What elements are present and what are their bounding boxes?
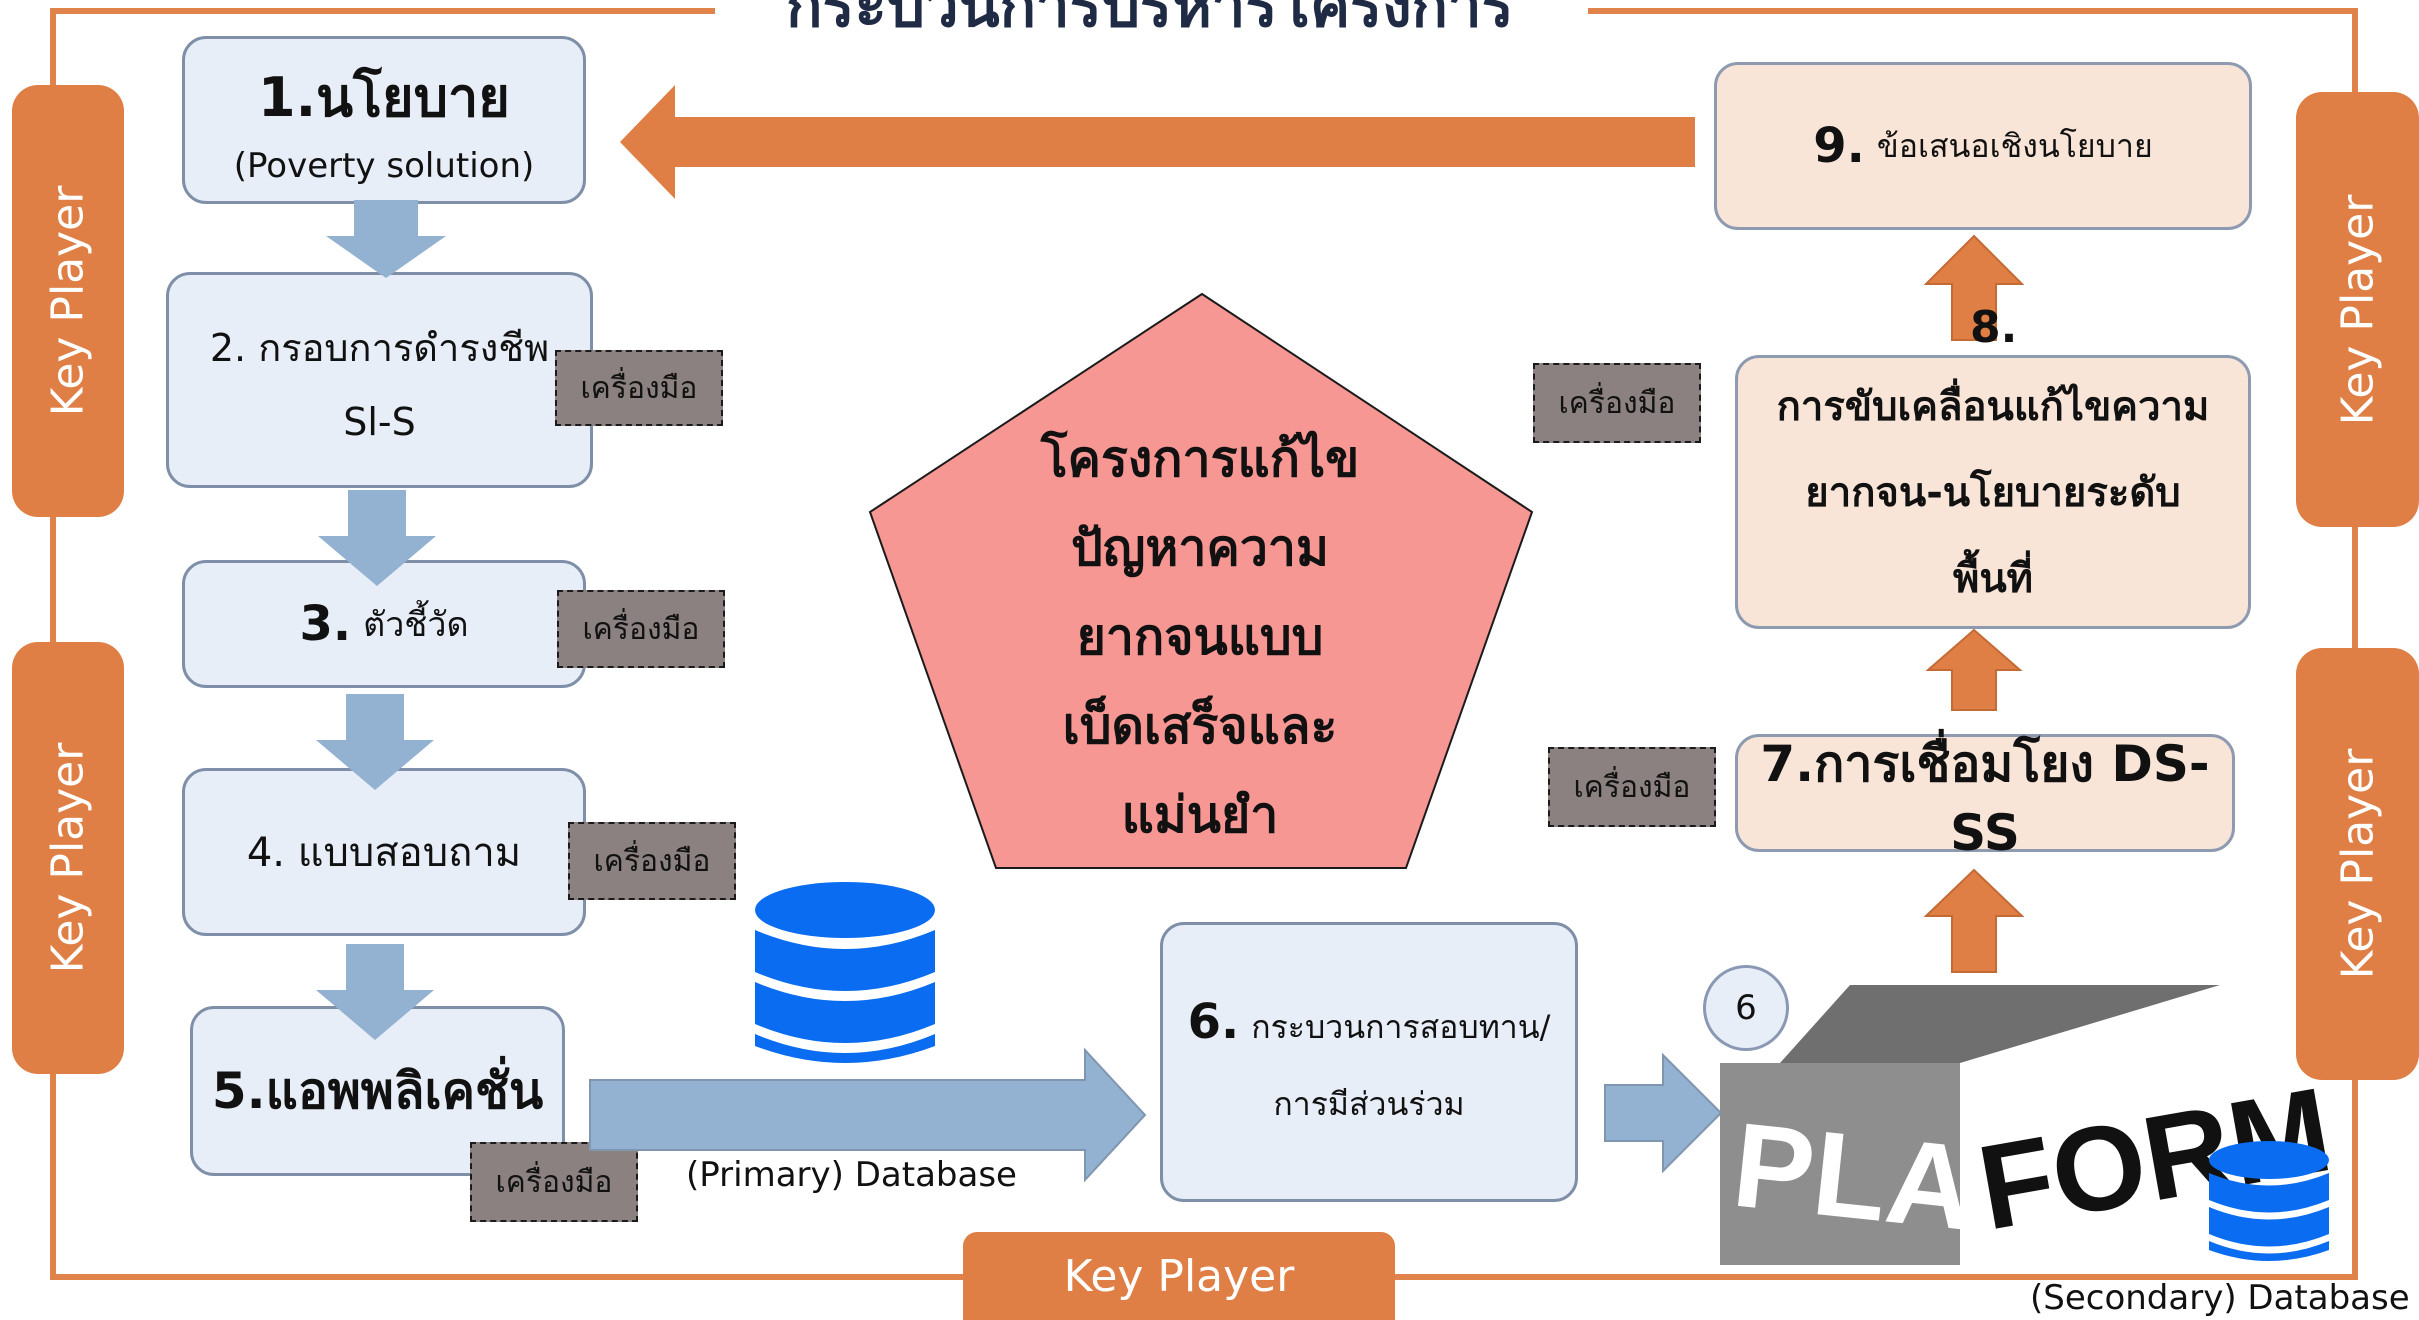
- arrow-6-to-platform: [1604, 1052, 1723, 1174]
- frame-top-left: [50, 8, 715, 14]
- key-player-right-bottom: Key Player: [2296, 648, 2419, 1080]
- secondary-database-label: (Secondary) Database: [2030, 1278, 2410, 1318]
- tool-label-3: เครื่องมือ: [557, 590, 725, 668]
- step-1-title: 1.นโยบาย: [258, 66, 510, 129]
- arrow-3-to-4: [316, 694, 434, 790]
- tool-label-2: เครื่องมือ: [555, 350, 723, 426]
- center-project-title: โครงการแก้ไข ปัญหาความ ยากจนแบบ เบ็ดเสร็…: [1040, 430, 1360, 844]
- step-9-num: 9.: [1813, 118, 1865, 174]
- step-9-policy-proposal: 9. ข้อเสนอเชิงนโยบาย: [1714, 62, 2252, 230]
- step-6-text1: กระบวนการสอบทาน/: [1251, 1008, 1551, 1046]
- arrow-5-to-6: [589, 1047, 1147, 1183]
- step-1-policy: 1.นโยบาย (Poverty solution): [182, 36, 586, 204]
- platform-word-plat: PLAT: [1727, 1098, 2044, 1263]
- step-3-text: ตัวชี้วัด: [363, 605, 469, 645]
- frame-top-right: [1588, 8, 2358, 14]
- step-2-line2: Sl-S: [343, 399, 416, 444]
- key-player-left-top: Key Player: [12, 85, 124, 517]
- step-6-badge: 6: [1703, 965, 1789, 1051]
- step-6-line2: การมีส่วนร่วม: [1273, 1085, 1465, 1123]
- key-player-bottom: Key Player: [963, 1232, 1395, 1320]
- step-9-text: ข้อเสนอเชิงนโยบาย: [1876, 126, 2153, 165]
- step-6-line1: 6. กระบวนการสอบทาน/: [1188, 994, 1551, 1053]
- step-5-text: 5.แอพพลิเคชั่น: [211, 1061, 544, 1120]
- arrow-1-to-2: [326, 200, 446, 278]
- step-4-text: 4. แบบสอบถาม: [246, 830, 522, 876]
- key-player-right-top: Key Player: [2296, 92, 2419, 527]
- step-8-num: 8.: [1970, 302, 2018, 353]
- arrow-2-to-3: [318, 490, 436, 586]
- secondary-database-icon: [2209, 1141, 2329, 1261]
- arrow-4-to-5: [316, 944, 434, 1040]
- step-6-review: 6. กระบวนการสอบทาน/ การมีส่วนร่วม: [1160, 922, 1578, 1202]
- step-2-line1: 2. กรอบการดำรงชีพ: [209, 325, 550, 370]
- step-8-drive-solution: การขับเคลื่อนแก้ไขความ ยากจน-นโยบายระดับ…: [1735, 355, 2251, 629]
- step-3-num: 3.: [299, 596, 352, 652]
- arrow-9-to-1: [620, 85, 1695, 199]
- platform-graphic: PLAT FORM: [1720, 985, 2340, 1265]
- step-8-line1: การขับเคลื่อนแก้ไขความ: [1776, 384, 2210, 430]
- step-8-line3: พื้นที่: [1952, 556, 2034, 602]
- tool-label-7: เครื่องมือ: [1548, 747, 1716, 827]
- arrow-8-to-9: [1923, 234, 2025, 341]
- step-7-text: 7.การเชื่อมโยง DS-SS: [1760, 734, 2210, 862]
- step-8-line2: ยากจน-นโยบายระดับ: [1805, 470, 2181, 516]
- step-6-num: 6.: [1187, 994, 1240, 1050]
- diagram-title: กระบวนการบริหารโครงการ: [786, 0, 1514, 41]
- primary-database-icon: [755, 882, 935, 1063]
- arrow-7-to-8: [1925, 628, 2023, 711]
- arrow-platform-to-7: [1923, 868, 2025, 973]
- step-7-linking: 7.การเชื่อมโยง DS-SS: [1735, 734, 2235, 862]
- center-pentagon: [868, 292, 1534, 869]
- key-player-left-bottom: Key Player: [12, 642, 124, 1074]
- step-1-subtitle: (Poverty solution): [233, 146, 535, 186]
- step-3-indicators: 3. ตัวชี้วัด: [182, 560, 586, 688]
- tool-label-5: เครื่องมือ: [470, 1142, 638, 1222]
- primary-database-label: (Primary) Database: [686, 1155, 1017, 1195]
- tool-label-4: เครื่องมือ: [568, 822, 736, 900]
- step-2-framework: 2. กรอบการดำรงชีพ Sl-S: [166, 272, 593, 488]
- step-4-questionnaire: 4. แบบสอบถาม: [182, 768, 586, 936]
- tool-label-8: เครื่องมือ: [1533, 363, 1701, 443]
- frame-right: [2352, 8, 2358, 1280]
